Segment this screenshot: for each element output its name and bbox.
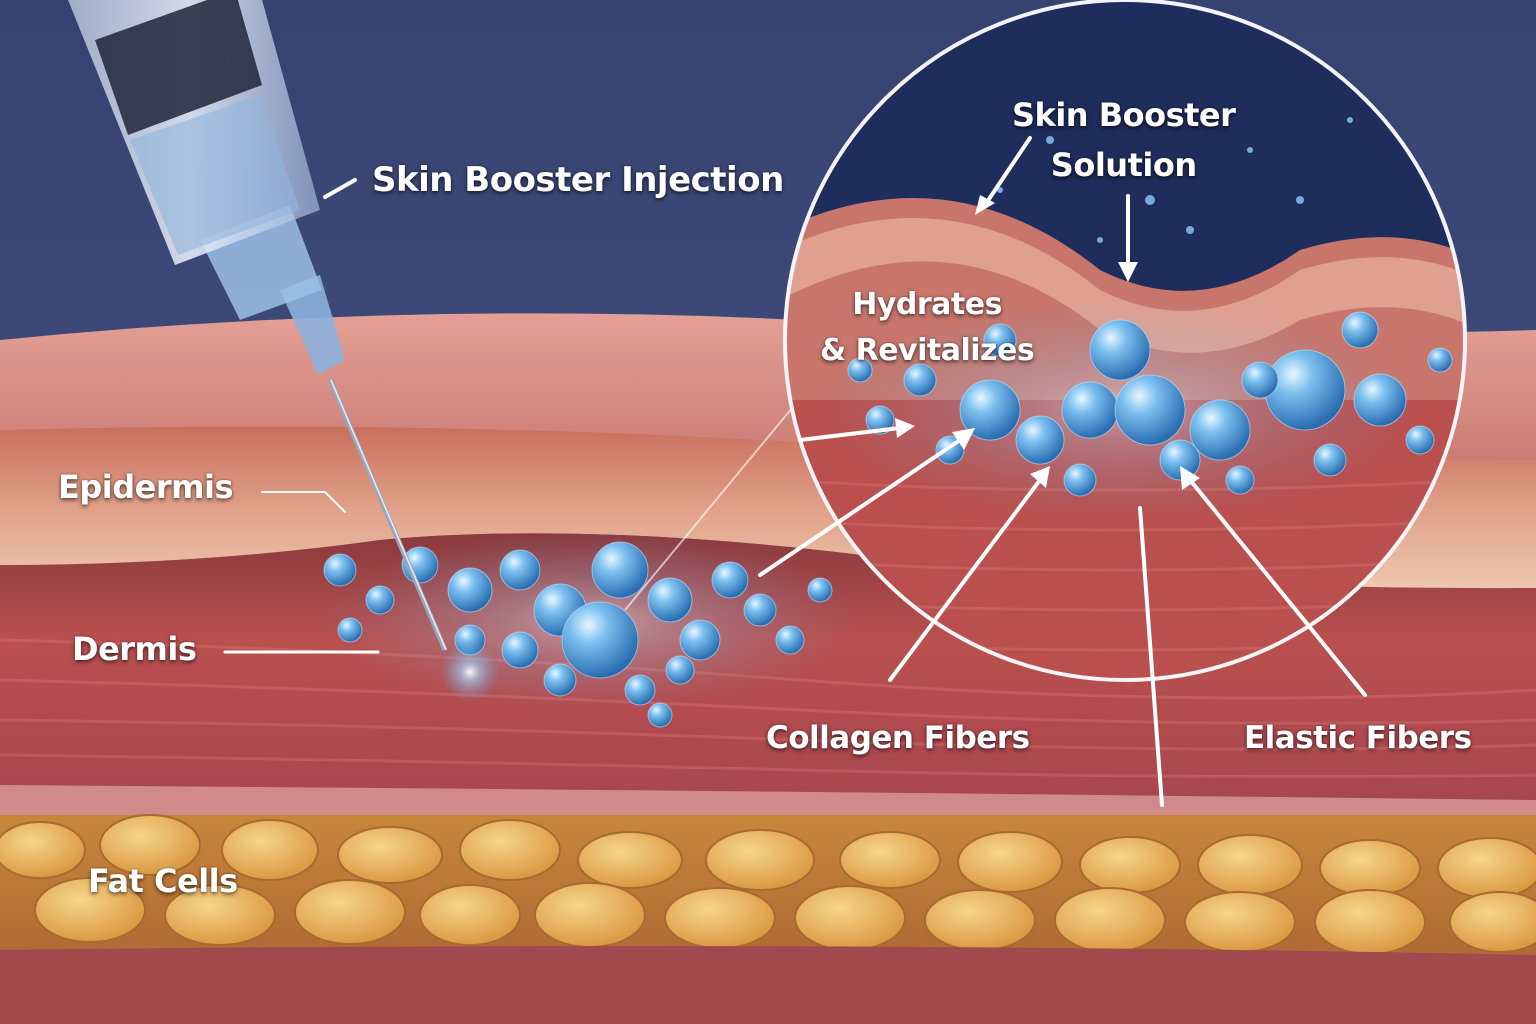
label-skin-booster-injection: Skin Booster Injection <box>372 160 784 200</box>
syringe-icon <box>68 0 448 651</box>
label-elastic-fibers: Elastic Fibers <box>1244 720 1472 756</box>
label-dermis: Dermis <box>72 630 197 668</box>
label-hydrates-line1: Hydrates <box>852 287 1002 322</box>
label-epidermis: Epidermis <box>58 468 233 506</box>
label-fat-cells: Fat Cells <box>88 862 238 900</box>
label-skin-booster-solution: Skin Booster Solution <box>1012 90 1236 190</box>
label-solution-line2: Solution <box>1050 146 1197 184</box>
label-solution-line1: Skin Booster <box>1012 96 1236 134</box>
label-hydrates-revitalizes: Hydrates & Revitalizes <box>820 282 1035 374</box>
label-collagen-fibers: Collagen Fibers <box>766 720 1030 756</box>
label-hydrates-line2: & Revitalizes <box>820 333 1035 368</box>
